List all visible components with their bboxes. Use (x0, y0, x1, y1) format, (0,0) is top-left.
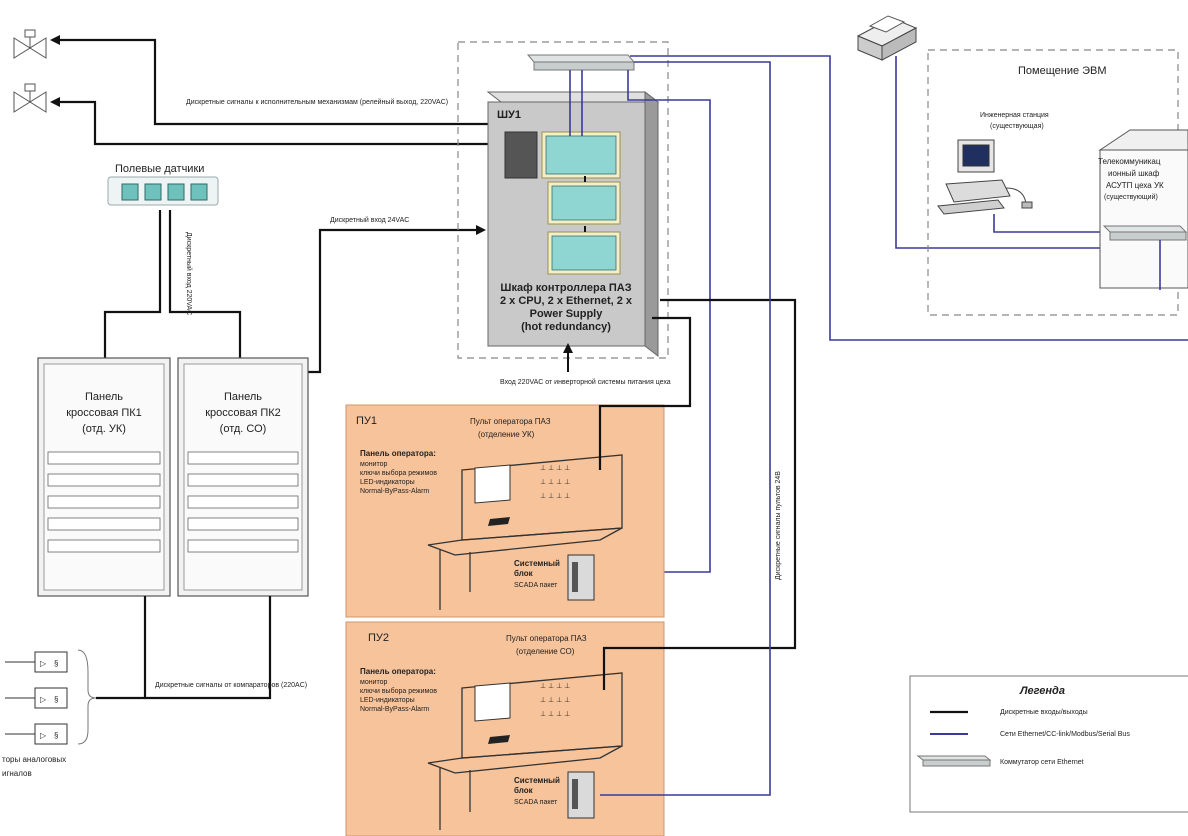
eng-station-line-1: Инженерная станция (980, 112, 1049, 119)
controller-cabinet (486, 90, 660, 358)
pu1-title-1: Пульт оператора ПАЗ (470, 417, 551, 426)
pu1-panel-head: Панель оператора: (360, 449, 436, 458)
power-input-label: Вход 220VAC от инверторной системы питан… (500, 378, 671, 386)
pu1-title-2: (отделение УК) (478, 430, 535, 439)
telecom-cabinet (1098, 129, 1188, 289)
pu2-sys-head-2: блок (514, 786, 534, 795)
discrete-output-lines (50, 35, 488, 146)
panel-signals-label: Дискретные сигналы пультов 24В (775, 471, 782, 580)
pu1-panel-item-2: LED-индикаторы (360, 479, 415, 486)
legend-title: Легенда (1019, 685, 1065, 697)
pu2-sys-sub: SCADA пакет (514, 799, 558, 806)
pk1-line1: Панель (85, 391, 123, 403)
legend-item-2: Коммутатор сети Ethernet (1000, 759, 1084, 766)
printer-icon (856, 15, 918, 61)
pu1-panel-item-3: Normal-ByPass-Alarm (360, 488, 429, 495)
field-sensor-icon (107, 176, 219, 206)
converter-signals-label: Дискретные сигналы от компараторов (220A… (155, 682, 307, 689)
pu2-title-2: (отделение СО) (516, 647, 575, 656)
legend-item-1: Сети Ethernet/CC-link/Modbus/Serial Bus (1000, 731, 1130, 738)
controller-title-2: 2 x CPU, 2 x Ethernet, 2 x (500, 295, 633, 307)
pu-discrete-lines (598, 298, 797, 690)
pk1-line3: (отд. УК) (82, 423, 126, 435)
pu2-title-1: Пульт оператора ПАЗ (506, 634, 587, 643)
telecom-line-2: ионный шкаф (1108, 169, 1160, 178)
cross-panel-pk2: Панель кроссовая ПК2 (отд. СО) (177, 357, 309, 597)
discrete-in-vertical-label: Дискретный вход 220VAC (185, 232, 193, 315)
pk2-line2: кроссовая ПК2 (205, 407, 281, 419)
converter-caption-2: игналов (2, 769, 32, 778)
pu1-panel-item-1: ключи выбора режимов (360, 469, 437, 477)
printer-ethernet-line (895, 56, 1102, 249)
eng-station-ethernet-line (993, 214, 1104, 233)
svg-text:§: § (54, 731, 58, 740)
svg-text:▷: ▷ (40, 731, 47, 740)
pu2-panel-item-1: ключи выбора режимов (360, 687, 437, 695)
svg-text:§: § (54, 659, 58, 668)
legend-item-0: Дискретные входы/выходы (1000, 709, 1088, 716)
controller-id: ШУ1 (497, 109, 521, 121)
svg-text:⊥ ⊥ ⊥ ⊥: ⊥ ⊥ ⊥ ⊥ (540, 479, 570, 486)
field-sensors-title: Полевые датчики (115, 163, 204, 175)
pu2-panel-item-0: монитор (360, 679, 388, 686)
svg-text:§: § (54, 695, 58, 704)
telecom-line-1: Телекоммуникац (1098, 157, 1161, 166)
discrete-out-label-1: Дискретные сигналы к исполнительным меха… (186, 98, 448, 106)
controller-title-1: Шкаф контроллера ПАЗ (500, 282, 631, 294)
pu1-sys-head-2: блок (514, 569, 534, 578)
svg-text:⊥ ⊥ ⊥ ⊥: ⊥ ⊥ ⊥ ⊥ (540, 465, 570, 472)
controller-title-4: (hot redundancy) (521, 321, 611, 333)
discrete-in-24-line (305, 228, 478, 374)
eng-station-line-2: (существующая) (990, 123, 1044, 130)
controller-zone (457, 41, 669, 359)
pu1-id: ПУ1 (356, 415, 377, 427)
legend-box (909, 675, 1188, 813)
svg-text:⊥ ⊥ ⊥ ⊥: ⊥ ⊥ ⊥ ⊥ (540, 697, 570, 704)
pu2-panel-item-3: Normal-ByPass-Alarm (360, 706, 429, 713)
telecom-line-3: АСУТП цеха УК (1106, 181, 1164, 190)
pu2-sys-head-1: Системный (514, 776, 560, 785)
network-switch-icon (526, 54, 636, 71)
svg-text:▷: ▷ (40, 659, 47, 668)
computer-icon (937, 139, 1033, 215)
pk2-line3: (отд. СО) (220, 423, 267, 435)
discrete-in-24-label: Дискретный вход 24VAC (330, 216, 409, 224)
pu2-panel-head: Панель оператора: (360, 667, 436, 676)
pu-ethernet-lines (600, 61, 771, 796)
computer-room-zone (927, 49, 1179, 316)
pu1-sys-head-1: Системный (514, 559, 560, 568)
converter-caption-1: торы аналоговых (2, 755, 66, 764)
computer-room-title: Помещение ЭВМ (1018, 65, 1107, 77)
svg-text:⊥ ⊥ ⊥ ⊥: ⊥ ⊥ ⊥ ⊥ (540, 711, 570, 718)
pk1-line2: кроссовая ПК1 (66, 407, 142, 419)
ethernet-to-computer-room (630, 55, 1188, 341)
valve-icon (13, 83, 47, 113)
cross-panel-pk1: Панель кроссовая ПК1 (отд. УК) (37, 357, 171, 597)
svg-text:⊥ ⊥ ⊥ ⊥: ⊥ ⊥ ⊥ ⊥ (540, 493, 570, 500)
pu2-panel (345, 621, 665, 836)
svg-text:▷: ▷ (40, 695, 47, 704)
telecom-line-4: (существующий) (1104, 193, 1158, 201)
converter-line-2 (145, 596, 272, 700)
valve-icon (13, 29, 47, 59)
pu1-panel-item-0: монитор (360, 461, 388, 468)
ethernet-cabinet-links (569, 70, 711, 573)
field-sensor-lines (103, 210, 242, 358)
controller-title-3: Power Supply (530, 308, 604, 320)
pu1-panel (345, 404, 665, 618)
pu2-console-drawing: ⊥ ⊥ ⊥ ⊥ ⊥ ⊥ ⊥ ⊥ ⊥ ⊥ ⊥ ⊥ (427, 672, 623, 830)
svg-text:⊥ ⊥ ⊥ ⊥: ⊥ ⊥ ⊥ ⊥ (540, 683, 570, 690)
pu1-sys-sub: SCADA пакет (514, 582, 558, 589)
analog-converter-icon: ▷ § ▷ § ▷ § (5, 649, 97, 745)
network-switch-icon (1102, 225, 1188, 241)
pu1-console-drawing: ⊥ ⊥ ⊥ ⊥ ⊥ ⊥ ⊥ ⊥ ⊥ ⊥ ⊥ ⊥ (427, 454, 623, 610)
converter-line-1 (96, 596, 147, 700)
pu2-id: ПУ2 (368, 632, 389, 644)
pu2-panel-item-2: LED-индикаторы (360, 697, 415, 704)
network-switch-icon (916, 755, 992, 767)
pk2-line1: Панель (224, 391, 262, 403)
